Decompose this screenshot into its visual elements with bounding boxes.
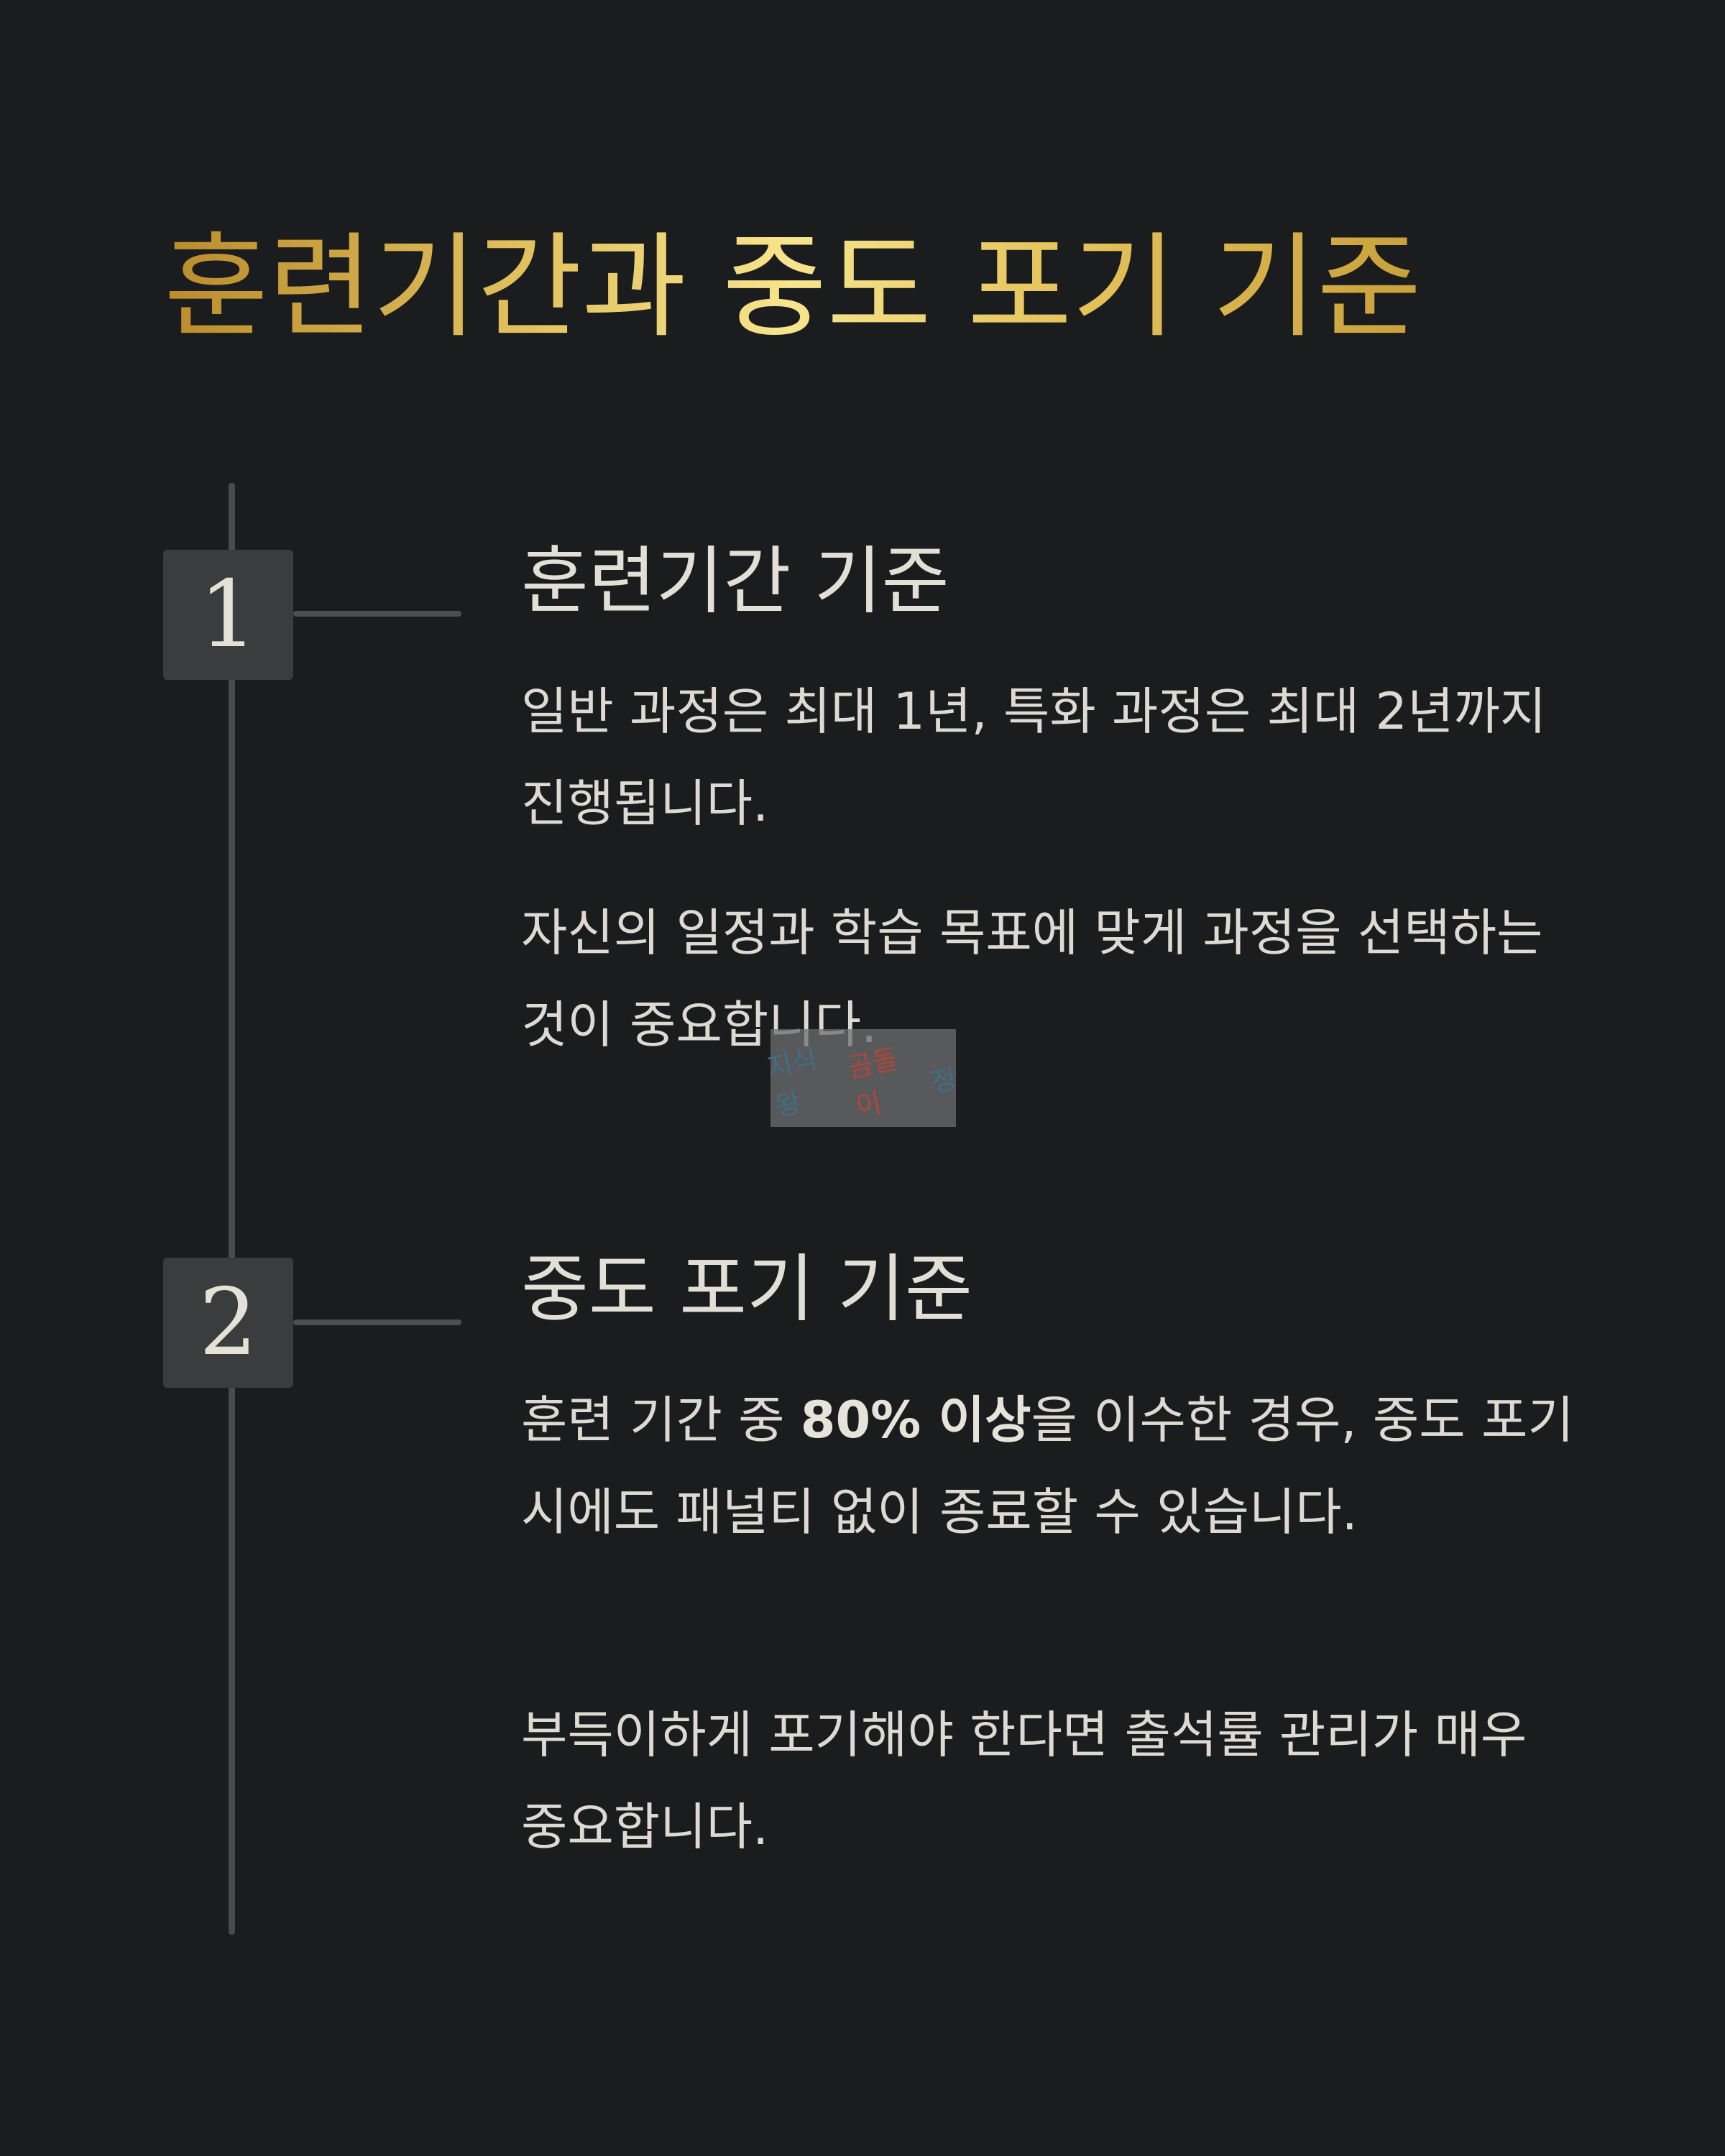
timeline-line <box>229 483 235 1935</box>
watermark-text-part3: 정 <box>928 1062 960 1099</box>
watermark-stamp: 지식왕 곰돌이 정 <box>765 1029 960 1127</box>
watermark-text-part2: 곰돌이 <box>845 1042 901 1123</box>
page-title: 훈련기간과 중도 포기 기준 <box>164 216 1422 359</box>
step-2-paragraph-1-lead: 훈련 기간 중 <box>521 1391 801 1450</box>
step-heading-1: 훈련기간 기준 <box>521 539 949 625</box>
step-2-highlight: 80% 이상 <box>800 1391 1031 1450</box>
step-2-paragraph-1-rest: 을 이수한 경우, 중도 포기 시에도 패널티 없이 종료할 수 있습니다. <box>521 1391 1574 1542</box>
step-1-paragraph-1: 일반 과정은 최대 1년, 특화 과정은 최대 2년까지 진행됩니다. <box>521 682 1547 833</box>
step-heading-2: 중도 포기 기준 <box>521 1247 972 1332</box>
step-1-paragraph-2: 자신의 일정과 학습 목표에 맞게 과정을 선택하는 것이 중요합니다. <box>521 903 1543 1054</box>
step-connector-1 <box>293 611 461 617</box>
step-number-badge-2: 2 <box>163 1258 293 1388</box>
step-connector-2 <box>293 1319 461 1325</box>
step-number-badge-1: 1 <box>163 550 293 680</box>
watermark-text-part1: 지식왕 <box>764 1042 821 1123</box>
step-2-paragraph-2: 부득이하게 포기해야 한다면 출석률 관리가 매우 중요합니다. <box>521 1705 1527 1856</box>
step-2-paragraph-1: 훈련 기간 중 80% 이상을 이수한 경우, 중도 포기 시에도 패널티 없이… <box>521 1374 1578 1558</box>
